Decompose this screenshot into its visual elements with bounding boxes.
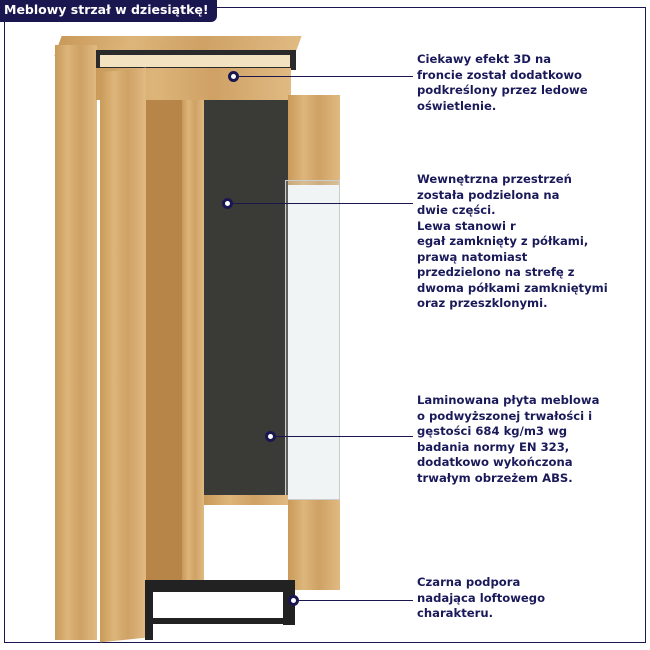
callout-line — [298, 600, 413, 601]
callout-line — [275, 436, 413, 437]
callout-line — [238, 76, 413, 77]
callout-dot — [228, 71, 239, 82]
callout-dot — [265, 431, 276, 442]
callout-dot — [222, 198, 233, 209]
callout-dot — [288, 595, 299, 606]
page-title: Meblowy strzał w dziesiątkę! — [0, 0, 217, 22]
callout-line — [232, 203, 413, 204]
frame — [4, 7, 646, 643]
